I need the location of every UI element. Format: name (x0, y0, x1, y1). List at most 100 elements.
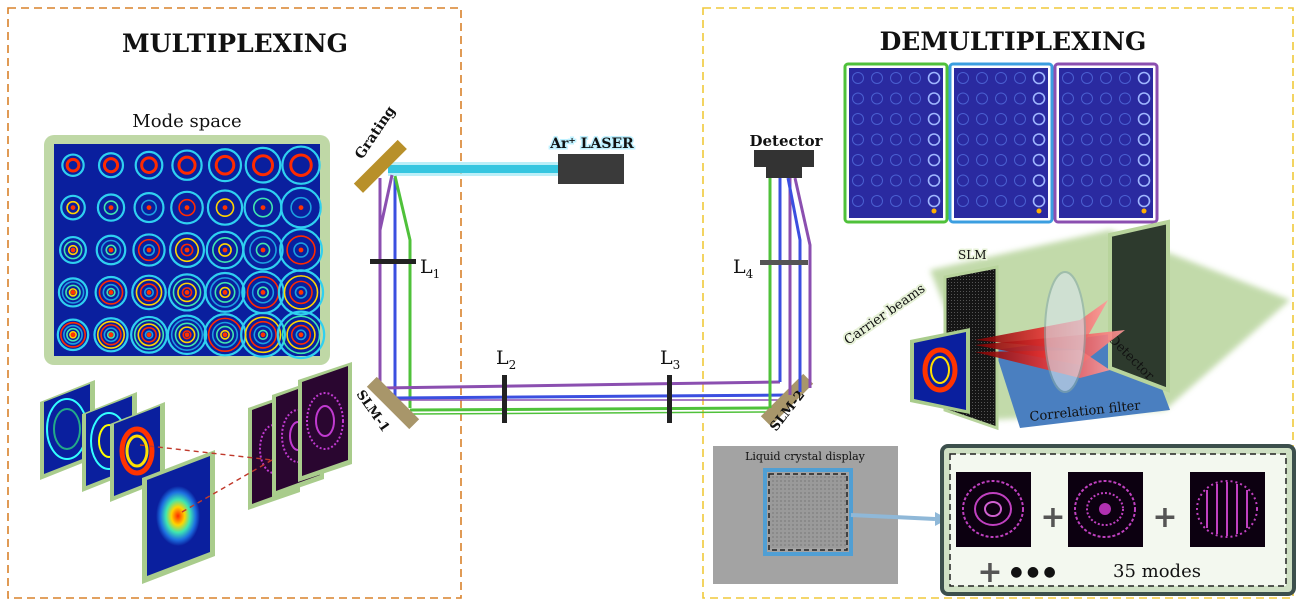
output-mode-spot (1100, 92, 1112, 105)
output-mode-spot (927, 92, 941, 105)
lcd-pattern (770, 476, 846, 548)
output-mode-spot (1014, 133, 1026, 146)
output-mode-spot (1081, 133, 1093, 146)
output-mode-spot (1062, 174, 1074, 187)
output-mode-spot (1119, 174, 1131, 187)
mode-cell (134, 150, 164, 180)
output-mode-spot (1137, 153, 1151, 167)
output-mode-spot (871, 174, 883, 187)
plus-sign-3: + (977, 555, 1002, 590)
multiplexing-title: MULTIPLEXING (122, 29, 348, 58)
output-mode-spot (1014, 113, 1026, 125)
output-mode-spot (871, 133, 883, 146)
modes-count-label: 35 modes (1113, 561, 1201, 582)
detector-head (766, 166, 802, 178)
detector-body (754, 150, 814, 167)
output-mode-spot (957, 92, 969, 105)
output-mode-spot (1100, 133, 1112, 146)
output-mode-spot (890, 174, 902, 187)
output-mode-spot (1081, 72, 1093, 84)
superposition-hologram-2 (1068, 472, 1143, 547)
output-mode-spot (957, 113, 969, 125)
mode-cell (171, 149, 203, 181)
mode-cell (205, 230, 245, 270)
mapping-dashed-lines (139, 444, 273, 513)
output-mode-spot (1062, 195, 1074, 207)
mode-cell (276, 310, 326, 360)
lcd-dashed-box (768, 473, 848, 551)
superposition-hologram-1 (956, 472, 1031, 547)
lens-l4-label: L4 (733, 256, 754, 281)
output-mode-spot (1119, 133, 1131, 146)
output-mode-spot (1100, 154, 1112, 166)
output-mode-spot (1137, 174, 1151, 187)
output-mode-spot (890, 195, 902, 207)
output-mode-spot (1032, 133, 1046, 146)
lens-l2-label: L2 (496, 347, 516, 372)
mode-cell (244, 146, 282, 184)
lcd-label: Liquid crystal display (745, 450, 866, 463)
output-mode-spot (976, 113, 988, 125)
output-mode-spot (1100, 72, 1112, 84)
correlation-peak-dot (1036, 208, 1042, 214)
output-mode-spot (1081, 154, 1093, 166)
mode-cell (57, 277, 89, 308)
correlation-peak-dot (931, 208, 937, 214)
output-mode-spot (1119, 92, 1131, 105)
output-mode-spot (976, 174, 988, 187)
mode-cell (280, 186, 322, 229)
mode-cell (240, 311, 286, 358)
output-mode-spot (1062, 113, 1074, 125)
output-mode-spot (852, 113, 864, 125)
output-mode-spot (1100, 113, 1112, 125)
lens-l3 (667, 375, 672, 423)
output-mode-spot (1137, 133, 1151, 146)
output-mode-spot (852, 174, 864, 187)
output-mode-spot (1119, 195, 1131, 207)
detector-label: Detector (750, 132, 824, 150)
output-mode-spot (1100, 195, 1112, 207)
lens-l3-label: L3 (660, 347, 680, 372)
multiplexing-panel-border (7, 7, 462, 599)
mode-cell (94, 275, 128, 309)
output-mode-spot (1032, 92, 1046, 105)
output-mode-spot (1062, 154, 1074, 166)
grating (353, 139, 407, 193)
lcd-highlight-box (763, 468, 853, 556)
output-mode-spot (890, 72, 902, 84)
output-mode-spot (909, 133, 921, 146)
output-mode-spot (871, 154, 883, 166)
output-mode-spot (890, 133, 902, 146)
plus-sign-1: + (1040, 500, 1065, 535)
output-mode-spot (1137, 194, 1151, 208)
mode-cell (56, 318, 90, 352)
output-mode-spot (909, 92, 921, 105)
detector-screen (1108, 219, 1170, 393)
mode-space-grid (54, 144, 326, 360)
mode-cell (204, 271, 246, 313)
output-mode-spot (927, 174, 941, 187)
output-mode-spot (1119, 72, 1131, 84)
input-modes-stack (40, 380, 165, 502)
output-mode-spot (927, 112, 941, 126)
output-mode-spot (995, 195, 1007, 207)
output-mode-spot (927, 153, 941, 167)
output-mode-spot (890, 113, 902, 125)
mode-cell (58, 235, 88, 265)
lcd-arrow (850, 513, 936, 521)
demultiplexing-panel-border (702, 7, 1294, 599)
output-mode-spot (1014, 195, 1026, 207)
mode-cell (168, 231, 206, 269)
left-beams (378, 174, 412, 408)
output-intensity-panels (843, 62, 1159, 224)
correlation-peak-dot (1141, 208, 1147, 214)
output-mode-spot (957, 174, 969, 187)
output-mode-spot (927, 71, 941, 85)
laser-label: Ar⁺ LASER (549, 136, 634, 152)
output-mode-spot (852, 92, 864, 105)
gaussian-beam-card (142, 450, 215, 584)
mode-cell (206, 189, 244, 226)
output-mode-spot (1119, 113, 1131, 125)
right-beams (768, 177, 812, 408)
mode-cell (131, 274, 167, 311)
